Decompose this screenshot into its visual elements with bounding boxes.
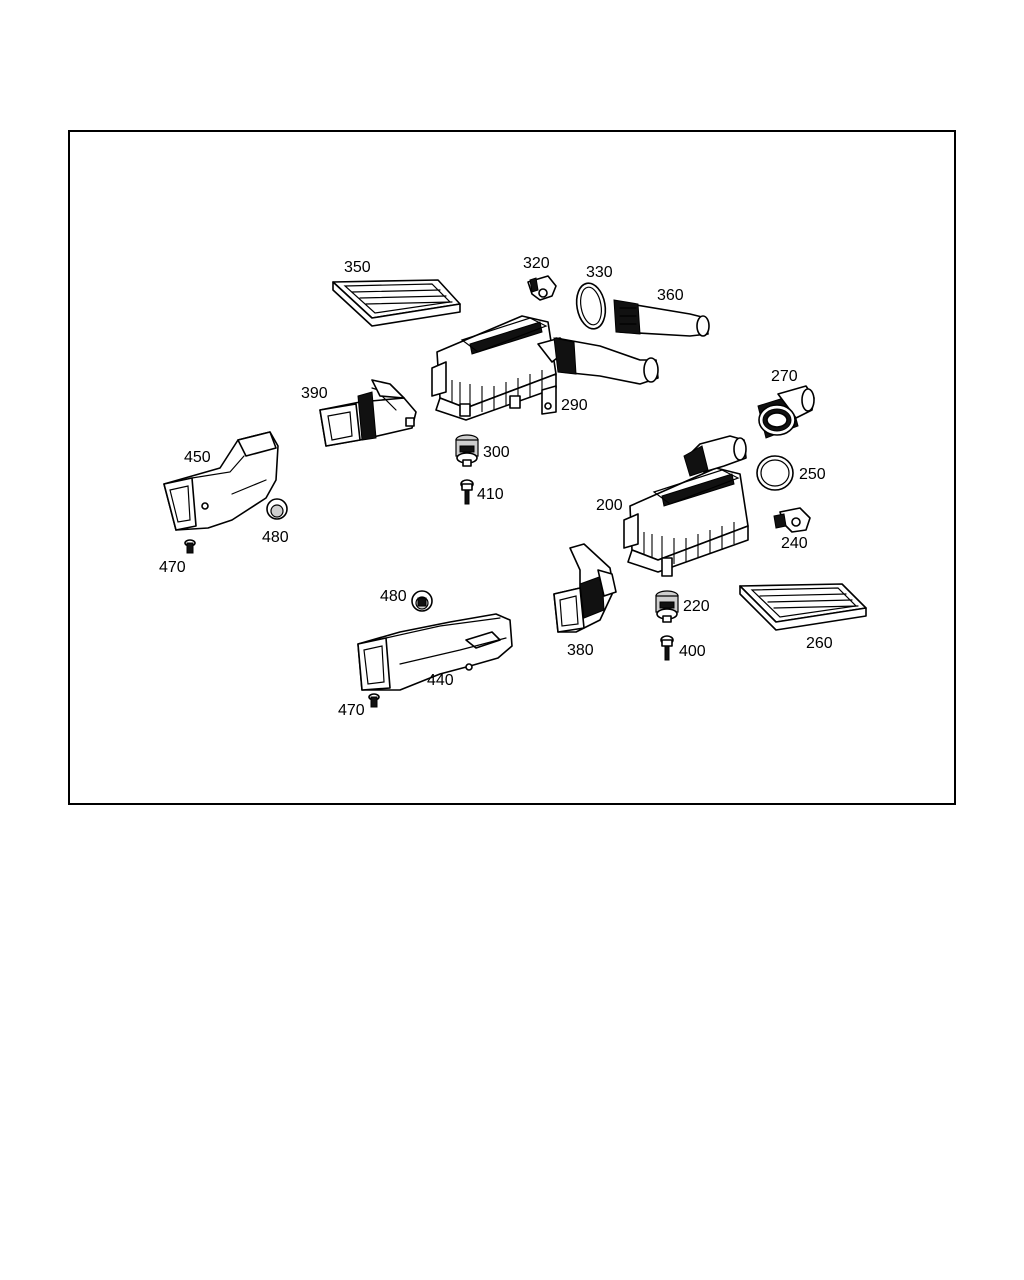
air-duct-440[interactable] [357,613,513,691]
part-label-360: 360 [657,287,684,304]
part-label-330: 330 [586,264,613,281]
part-label-380: 380 [567,642,594,659]
screw-470-left[interactable] [184,539,196,554]
clamp-ring-330[interactable] [573,281,609,331]
screw-470-bottom[interactable] [368,693,380,708]
part-label-470-bottom: 470 [338,702,365,719]
air-filter-housing-200[interactable] [623,435,749,577]
sensor-320[interactable] [527,275,557,301]
air-hose-360[interactable] [613,299,710,337]
part-label-260: 260 [806,635,833,652]
air-intake-duct-390[interactable] [319,379,417,447]
part-label-270: 270 [771,368,798,385]
bolt-410[interactable] [460,479,474,505]
part-label-250: 250 [799,466,826,483]
part-label-440: 440 [427,672,454,689]
part-label-400: 400 [679,643,706,660]
part-label-480-left: 480 [262,529,289,546]
air-filter-housing-left[interactable] [431,315,659,421]
part-label-240: 240 [781,535,808,552]
part-label-200: 200 [596,497,623,514]
part-label-410: 410 [477,486,504,503]
part-label-470-left: 470 [159,559,186,576]
grommet-480-bottom[interactable] [411,590,433,612]
diagram-frame [68,130,956,805]
grommet-480-left[interactable] [266,498,288,520]
sensor-240[interactable] [773,507,811,533]
air-duct-450[interactable] [163,431,279,531]
part-label-290: 290 [561,397,588,414]
part-label-300: 300 [483,444,510,461]
bolt-400[interactable] [660,635,674,661]
part-label-320: 320 [523,255,550,272]
rubber-mount-300[interactable] [455,434,479,467]
part-label-450: 450 [184,449,211,466]
seal-ring-250[interactable] [756,455,794,491]
air-intake-duct-380[interactable] [553,543,617,633]
hose-coupling-270[interactable] [757,385,815,439]
rubber-mount-220[interactable] [655,590,679,623]
part-label-350: 350 [344,259,371,276]
air-filter-element-260[interactable] [739,583,867,631]
part-label-220: 220 [683,598,710,615]
part-label-390: 390 [301,385,328,402]
part-label-480-bottom: 480 [380,588,407,605]
air-filter-element-350[interactable] [332,279,461,327]
